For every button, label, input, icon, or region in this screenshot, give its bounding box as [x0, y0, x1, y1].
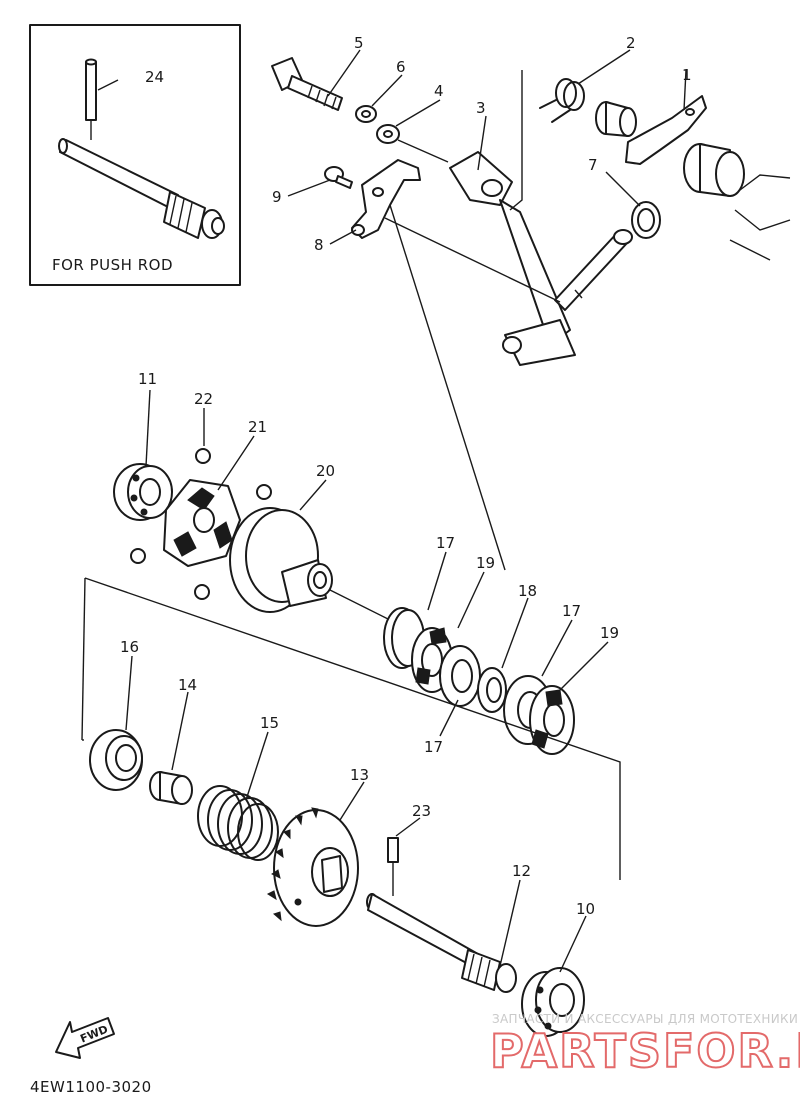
- bearing-10: [521, 967, 585, 1037]
- callout-2: 2: [626, 34, 636, 52]
- callout-20: 20: [316, 462, 335, 480]
- watermark-tagline: ЗАПЧАСТИ И АКСЕССУАРЫ ДЛЯ МОТОТЕХНИКИ: [492, 1012, 799, 1026]
- callout-17-b: 17: [562, 602, 581, 620]
- callout-23: 23: [412, 802, 431, 820]
- callout-4: 4: [434, 82, 444, 100]
- callout-11: 11: [138, 370, 157, 388]
- cam-21: [163, 479, 241, 567]
- watermark-logo: PARTSFOR.RU: [489, 1023, 800, 1079]
- shaft-upper: [554, 229, 633, 311]
- callout-21: 21: [248, 418, 267, 436]
- gear-20: [229, 507, 333, 613]
- push-rod-inset: [29, 24, 241, 286]
- shaft-12: [366, 893, 517, 993]
- diagram-code: 4EW1100-3020: [30, 1078, 152, 1096]
- callout-leaders: [97, 49, 687, 973]
- fwd-arrow-icon: FWD: [55, 1017, 115, 1059]
- oil-seal-16: [89, 729, 143, 791]
- callout-3: 3: [476, 99, 486, 117]
- callout-17-a: 17: [436, 534, 455, 552]
- clutch-stack: [383, 607, 575, 755]
- balls-22: [130, 448, 272, 600]
- callout-13: 13: [350, 766, 369, 784]
- screw-9: [324, 166, 353, 189]
- callout-22: 22: [194, 390, 213, 408]
- callout-6: 6: [396, 58, 406, 76]
- callout-17-c: 17: [424, 738, 443, 756]
- oil-seal-7: [631, 201, 661, 239]
- callout-numbers: 24 5 6 4 3 2 1 7 9 8 11 22 21 20 17 19 1…: [120, 34, 692, 918]
- callout-1: 1: [682, 66, 692, 84]
- washer-6: [355, 105, 377, 123]
- shift-lever-3: [449, 151, 576, 366]
- callout-16: 16: [120, 638, 139, 656]
- callout-5: 5: [354, 34, 364, 52]
- bracket-8: [351, 159, 421, 239]
- callout-12: 12: [512, 862, 531, 880]
- callout-15: 15: [260, 714, 279, 732]
- torsion-spring-2: [539, 78, 585, 123]
- callout-18: 18: [518, 582, 537, 600]
- bolt-5: [271, 57, 343, 111]
- callout-14: 14: [178, 676, 197, 694]
- callout-24: 24: [145, 68, 164, 86]
- callout-7: 7: [588, 156, 598, 174]
- bearing-11: [113, 463, 173, 521]
- pin-23: [387, 837, 399, 896]
- spring-15: [197, 785, 279, 861]
- gear-13: [266, 807, 359, 927]
- callout-10: 10: [576, 900, 595, 918]
- collar-14: [149, 771, 193, 805]
- callout-8: 8: [314, 236, 324, 254]
- stopper-plate-1: [625, 95, 707, 165]
- washer-4: [376, 124, 400, 144]
- crankcase-fragment: [683, 143, 791, 261]
- inset-caption: FOR PUSH ROD: [52, 256, 173, 274]
- callout-9: 9: [272, 188, 282, 206]
- callout-19-b: 19: [600, 624, 619, 642]
- callout-19-a: 19: [476, 554, 495, 572]
- collar-part: [595, 101, 637, 137]
